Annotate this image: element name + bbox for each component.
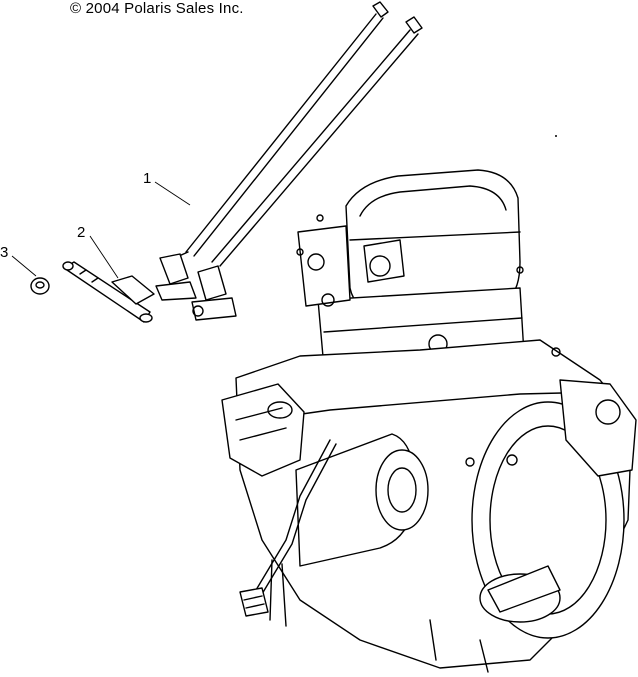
callout-1: 1 bbox=[143, 170, 152, 187]
engine-assembly bbox=[221, 135, 637, 673]
callout-3: 3 bbox=[0, 244, 9, 261]
part-3-nut bbox=[30, 277, 50, 295]
part-2-fitting bbox=[62, 261, 155, 323]
callout-leaders bbox=[11, 181, 191, 279]
part-1-hoses bbox=[155, 1, 423, 321]
copyright-notice: © 2004 Polaris Sales Inc. bbox=[70, 0, 244, 17]
callout-2: 2 bbox=[77, 224, 86, 241]
